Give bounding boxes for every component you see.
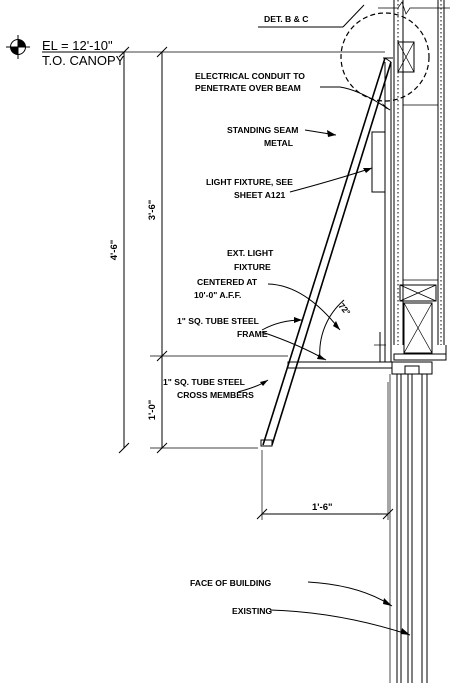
header-blocking bbox=[393, 284, 447, 361]
projection-dimension: 1'-6" bbox=[256, 502, 394, 520]
note-ext-line2: FIXTURE bbox=[234, 262, 271, 272]
note-cross-line2: CROSS MEMBERS bbox=[177, 390, 254, 400]
detail-callout: DET. B & C bbox=[258, 4, 430, 102]
note-conduit-line2: PENETRATE OVER BEAM bbox=[195, 83, 301, 93]
note-ext-light: EXT. LIGHT FIXTURE CENTERED AT 10'-0" A.… bbox=[194, 248, 341, 331]
dim-overall: 4'-6" bbox=[109, 240, 120, 261]
note-seam-line1: STANDING SEAM bbox=[227, 125, 298, 135]
note-ext-line3: CENTERED AT bbox=[197, 277, 258, 287]
dim-lower: 1'-0" bbox=[147, 400, 158, 421]
angle-label: 72° bbox=[336, 301, 352, 318]
top-beam-block bbox=[397, 41, 415, 73]
note-conduit: ELECTRICAL CONDUIT TO PENETRATE OVER BEA… bbox=[195, 71, 391, 111]
note-existing-label: EXISTING bbox=[232, 606, 272, 616]
note-ext-line4: 10'-0" A.F.F. bbox=[194, 290, 241, 300]
note-fixture-line2: SHEET A121 bbox=[234, 190, 285, 200]
elevation-value: EL = 12'-10" bbox=[42, 38, 113, 53]
elevation-marker: EL = 12'-10" T.O. CANOPY bbox=[6, 35, 125, 68]
note-standing-seam: STANDING SEAM METAL bbox=[227, 125, 337, 148]
note-fixture-line1: LIGHT FIXTURE, SEE bbox=[206, 177, 293, 187]
note-conduit-line1: ELECTRICAL CONDUIT TO bbox=[195, 71, 305, 81]
note-light-fixture: LIGHT FIXTURE, SEE SHEET A121 bbox=[206, 167, 373, 200]
detail-callout-label: DET. B & C bbox=[264, 14, 308, 24]
note-frame: 1" SQ. TUBE STEEL FRAME bbox=[177, 316, 327, 361]
dim-projection: 1'-6" bbox=[312, 502, 333, 513]
note-existing: EXISTING bbox=[232, 606, 411, 636]
note-face: FACE OF BUILDING bbox=[190, 578, 271, 588]
elevation-label: T.O. CANOPY bbox=[42, 53, 125, 68]
note-cross-line1: 1" SQ. TUBE STEEL bbox=[163, 377, 245, 387]
dim-upper: 3'-6" bbox=[147, 200, 158, 221]
slope-angle: 72° bbox=[319, 299, 353, 360]
note-frame-line2: FRAME bbox=[237, 329, 268, 339]
note-seam-line2: METAL bbox=[264, 138, 293, 148]
storefront-glazing bbox=[389, 361, 433, 683]
note-frame-line1: 1" SQ. TUBE STEEL bbox=[177, 316, 259, 326]
extension-lines bbox=[120, 51, 389, 520]
note-ext-line1: EXT. LIGHT bbox=[227, 248, 274, 258]
vertical-dimensions: 4'-6" 3'-6" 1'-0" bbox=[109, 46, 168, 454]
note-face-of-building: FACE OF BUILDING bbox=[190, 578, 393, 607]
canopy-frame bbox=[260, 57, 393, 447]
note-cross-members: 1" SQ. TUBE STEEL CROSS MEMBERS bbox=[163, 377, 269, 400]
